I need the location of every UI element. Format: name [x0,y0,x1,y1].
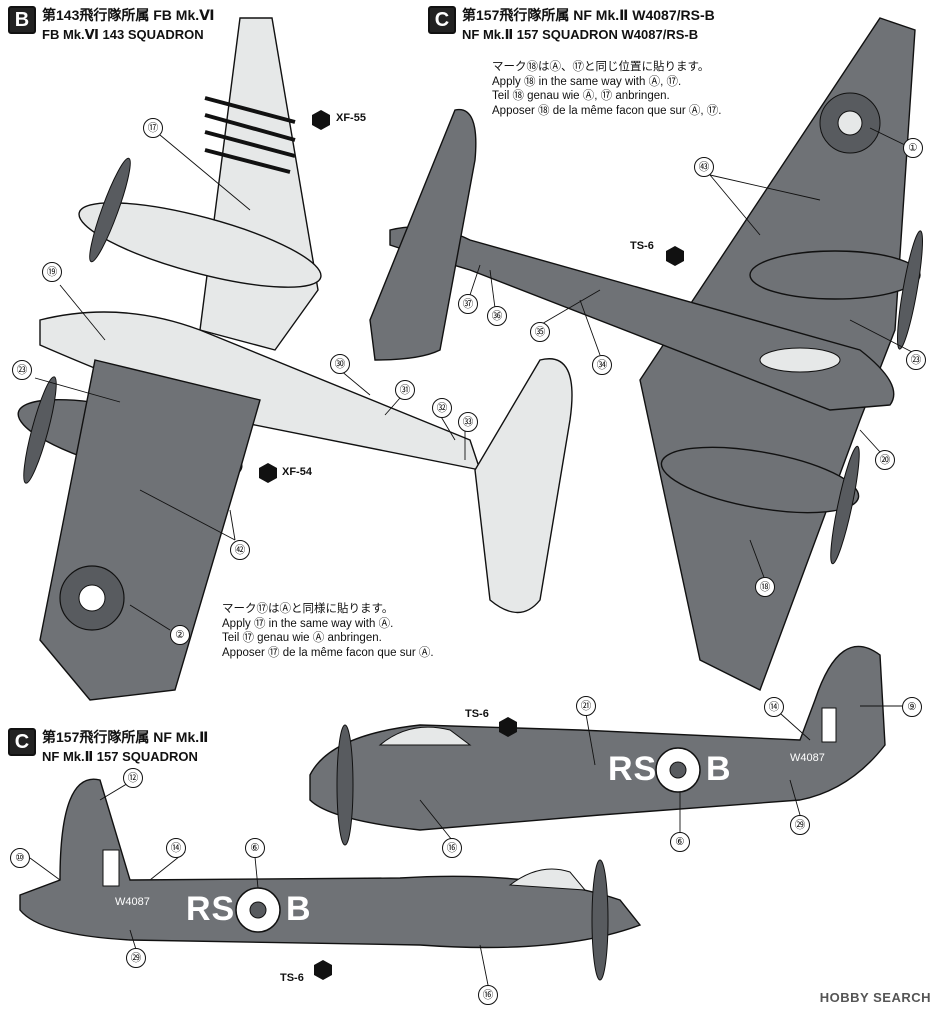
decal-callout: ⑩ [10,848,30,868]
fin-flash [102,849,120,887]
roundel-inner [249,901,267,919]
paint-label: TS-6 [280,972,304,984]
panel-c2-header: C 第157飛行隊所属 NF Mk.Ⅱ NF Mk.Ⅱ 157 SQUADRON [8,728,208,766]
fuselage [309,645,886,831]
decal-callout: ㉓ [906,350,926,370]
panel-title-en: FB Mk.Ⅵ 143 SQUADRON [42,27,204,42]
nf-mk2-underside [369,17,923,691]
propellers [830,230,923,565]
paint-markers [259,110,684,980]
decal-callout: ㉙ [126,948,146,968]
decal-callout: ⑰ [143,118,163,138]
instruction-note-b: マーク⑰はⒶと同様に貼ります。 Apply ⑰ in the same way … [222,603,434,659]
decal-callout: ㉟ [530,322,550,342]
panel-title-jp: 第157飛行隊所属 NF Mk.Ⅱ [42,729,209,745]
panel-badge: C [8,728,36,756]
code-letters: RS [186,890,236,928]
propeller [336,724,354,846]
serial: W4087 [790,752,825,764]
code-letter: B [706,750,731,788]
decal-callout: ⑭ [166,838,186,858]
decal-callout: ① [903,138,923,158]
decal-callout: ⑱ [755,577,775,597]
decal-callout: ㉝ [458,412,478,432]
propeller [591,859,609,981]
watermark: HOBBY SEARCH [819,990,931,1005]
decal-callout: ㊲ [458,294,478,314]
fuselage [19,778,642,949]
nacelle-lower [660,446,860,514]
decal-callout: ⑥ [245,838,265,858]
decal-callout: ⑥ [670,832,690,852]
panel-title-en: NF Mk.Ⅱ 157 SQUADRON W4087/RS-B [462,27,699,42]
nf-mk2-side-lower [19,778,642,996]
panel-badge: B [8,6,36,34]
decal-callout: ㉙ [790,815,810,835]
decal-callout: ㉚ [330,354,350,374]
upper-wing [199,17,319,351]
decal-callout: ㉑ [576,696,596,716]
canopy [378,726,472,746]
paint-label: TS-6 [630,240,654,252]
roundel-inner [78,584,106,612]
canopy [508,868,587,891]
nacelle-upper [749,250,921,300]
panel-title-jp: 第143飛行隊所属 FB Mk.Ⅵ [42,7,215,23]
panel-badge: C [428,6,456,34]
decal-callout: ㉛ [395,380,415,400]
decal-callout: ㉓ [12,360,32,380]
decal-callout: ⑭ [764,697,784,717]
panel-title-en: NF Mk.Ⅱ 157 SQUADRON [42,749,198,764]
decal-callout: ⑯ [478,985,498,1005]
cockpit [759,347,841,373]
decal-callout: ⑨ [902,697,922,717]
propellers [23,157,131,484]
decal-callout: ② [170,625,190,645]
decal-callout: ⑯ [442,838,462,858]
decal-callout: ⑫ [123,768,143,788]
roundel-inner [837,110,863,136]
decal-callout: ㊸ [694,157,714,177]
decal-callout: ⑲ [42,262,62,282]
roundel-inner [669,761,687,779]
panel-b-header: B 第143飛行隊所属 FB Mk.Ⅵ FB Mk.Ⅵ 143 SQUADRON [8,6,215,44]
nacelle-upper [78,202,322,288]
code-letter: B [286,890,311,928]
instruction-note-c: マーク⑱はⒶ、⑰と同じ位置に貼ります。 Apply ⑱ in the same … [492,61,722,117]
tailplane [474,358,573,614]
decal-callout: ㊱ [487,306,507,326]
fb-mk6-underside [17,17,573,701]
paint-label: XF-54 [282,466,312,478]
tailplane [369,108,477,361]
serial: W4087 [115,896,150,908]
fin-flash [821,707,837,743]
nf-mk2-side-upper [309,645,902,846]
paint-label: XF-55 [336,112,366,124]
decal-callout: ㊷ [230,540,250,560]
panel-c-header: C 第157飛行隊所属 NF Mk.Ⅱ W4087/RS-B NF Mk.Ⅱ 1… [428,6,715,44]
decal-callout: ㉜ [432,398,452,418]
panel-title-jp: 第157飛行隊所属 NF Mk.Ⅱ W4087/RS-B [462,7,715,23]
decal-callout: ㉞ [592,355,612,375]
cannons [204,96,296,174]
paint-label: TS-6 [465,708,489,720]
code-letters: RS [608,750,658,788]
decal-callout: ⑳ [875,450,895,470]
